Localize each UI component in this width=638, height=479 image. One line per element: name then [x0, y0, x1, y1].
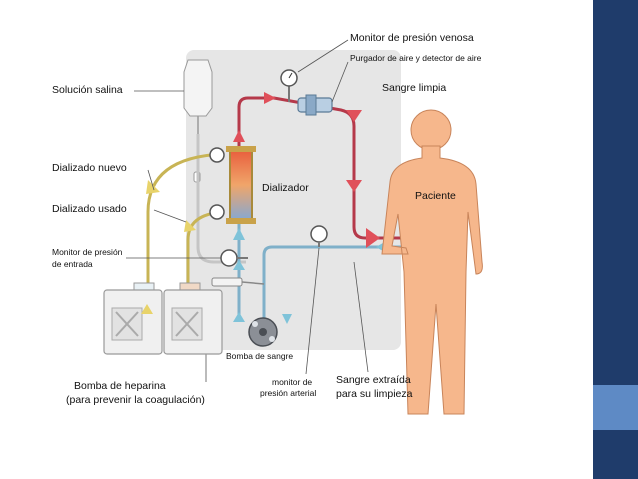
- dialyzer: [226, 146, 256, 224]
- flow-arrow-icon: [233, 228, 245, 240]
- flow-arrow-icon: [264, 92, 276, 104]
- flow-arrow-icon: [141, 304, 153, 314]
- saline-label: Solución salina: [52, 84, 123, 96]
- new-dialysate-label: Dializado nuevo: [52, 162, 127, 174]
- used-dialysate-port-icon: [209, 204, 225, 220]
- blood-pump-icon: [248, 317, 278, 347]
- arterial-monitor-label-line2: presión arterial: [260, 388, 317, 398]
- air-purger-label: Purgador de aire y detector de aire: [350, 53, 482, 63]
- flow-arrow-icon: [282, 314, 292, 324]
- flow-arrow-icon: [233, 312, 245, 322]
- extracted-blood-leader: [353, 261, 369, 373]
- venous-pressure-gauge-icon: [280, 69, 298, 102]
- heparin-pump-label-line2: (para prevenir la coagulación): [66, 394, 205, 406]
- flow-arrow-icon: [233, 130, 245, 142]
- new-dialysate-line: [146, 152, 225, 284]
- flow-arrow-icon: [346, 180, 362, 192]
- venous-monitor-leader: [297, 39, 349, 73]
- used-dialysate-jug-icon: [163, 282, 223, 355]
- arterial-line: [262, 245, 408, 322]
- extracted-blood-label-line2: para su limpieza: [336, 388, 413, 400]
- inlet-monitor-label-line2: de entrada: [52, 259, 93, 269]
- used-dialysate-leader: [153, 209, 187, 223]
- patient-label: Paciente: [415, 190, 456, 202]
- new-dialysate-leader: [147, 169, 155, 191]
- extracted-blood-label-line1: Sangre extraída: [336, 374, 411, 386]
- arterial-pressure-gauge-icon: [310, 225, 328, 247]
- flow-arrow-icon: [366, 228, 380, 248]
- air-purger-leader: [331, 61, 349, 103]
- flow-arrow-icon: [184, 220, 196, 232]
- diagram-drawing: [103, 39, 483, 415]
- clean-blood-label: Sangre limpia: [382, 82, 447, 94]
- air-detector-icon: [297, 94, 333, 116]
- patient-figure: [381, 109, 483, 415]
- blood-pump-label: Bomba de sangre: [226, 351, 294, 361]
- dialyzer-label: Dializador: [262, 182, 309, 194]
- arterial-monitor-label-line1: monitor de: [272, 377, 313, 387]
- hemodialysis-diagram: Monitor de presión venosa Purgador de ai…: [36, 22, 508, 422]
- arterial-monitor-leader: [305, 247, 320, 375]
- new-dialysate-port-icon: [209, 147, 225, 163]
- venous-monitor-label: Monitor de presión venosa: [350, 32, 474, 44]
- used-dialysate-label: Dializado usado: [52, 203, 127, 215]
- flow-arrow-icon: [346, 110, 362, 122]
- inlet-monitor-label-line1: Monitor de presión: [52, 247, 123, 257]
- heparin-pump-icon: [211, 277, 265, 287]
- flow-arrow-icon: [233, 260, 245, 270]
- inlet-pressure-gauge-icon: [220, 249, 248, 267]
- heparin-pump-label-line1: Bomba de heparina: [74, 380, 166, 392]
- side-bar-accent: [593, 385, 638, 430]
- new-dialysate-jug-icon: [103, 282, 163, 355]
